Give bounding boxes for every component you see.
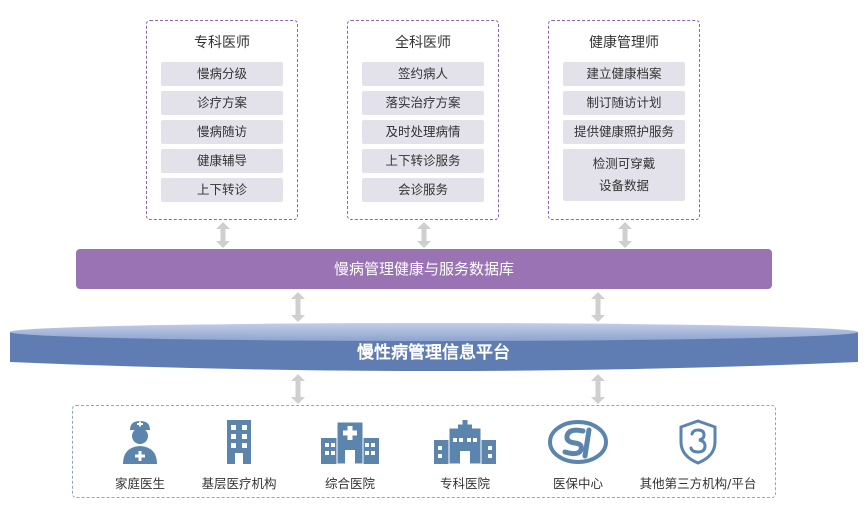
task-item: 上下转诊 — [161, 178, 283, 202]
role-box-specialist: 专科医师 慢病分级 诊疗方案 慢病随访 健康辅导 上下转诊 — [146, 20, 298, 220]
role-title: 健康管理师 — [589, 35, 659, 51]
institution-label: 综合医院 — [324, 476, 375, 491]
task-item: 及时处理病情 — [362, 120, 484, 144]
task-item-multiline: 检测可穿戴 设备数据 — [563, 149, 685, 201]
task-item: 提供健康照护服务 — [563, 120, 685, 144]
task-item: 落实治疗方案 — [362, 91, 484, 115]
double-arrow-icon — [618, 222, 632, 248]
task-item: 慢病随访 — [161, 120, 283, 144]
double-arrow-icon — [216, 222, 230, 248]
specialty-hospital-icon — [434, 420, 496, 465]
platform-label: 慢性病管理信息平台 — [357, 343, 510, 363]
task-item: 建立健康档案 — [563, 62, 685, 86]
task-item: 健康辅导 — [161, 149, 283, 173]
task-item: 签约病人 — [362, 62, 484, 86]
hospital-icon — [321, 421, 379, 465]
task-item: 慢病分级 — [161, 62, 283, 86]
doctor-icon — [123, 421, 157, 464]
task-item: 上下转诊服务 — [362, 149, 484, 173]
role-box-general-practitioner: 全科医师 签约病人 落实治疗方案 及时处理病情 上下转诊服务 会诊服务 — [347, 20, 499, 220]
role-title: 专科医师 — [194, 35, 250, 51]
institution-third-party: 其他第三方机构/平台 — [625, 418, 771, 492]
building-icon — [227, 420, 251, 464]
task-item: 诊疗方案 — [161, 91, 283, 115]
institution-label: 专科医院 — [439, 476, 490, 491]
role-box-health-manager: 健康管理师 建立健康档案 制订随访计划 提供健康照护服务 检测可穿戴 设备数据 — [548, 20, 700, 220]
institution-general-hospital: 综合医院 — [290, 418, 410, 492]
shield-3-icon — [679, 419, 717, 465]
double-arrow-icon — [417, 222, 431, 248]
double-arrow-icon — [291, 292, 305, 322]
institutions-box — [72, 405, 776, 498]
task-line: 检测可穿戴 — [592, 156, 656, 171]
task-item: 会诊服务 — [362, 178, 484, 202]
task-item: 制订随访计划 — [563, 91, 685, 115]
double-arrow-icon — [291, 374, 305, 404]
double-arrow-icon — [591, 374, 605, 404]
social-insurance-logo — [548, 420, 608, 464]
institution-primary-care: 基层医疗机构 — [179, 418, 299, 492]
task-line: 设备数据 — [598, 178, 649, 193]
institution-label: 家庭医生 — [114, 476, 165, 491]
institution-label: 医保中心 — [552, 476, 603, 491]
institution-label: 其他第三方机构/平台 — [639, 476, 757, 491]
institution-label: 基层医疗机构 — [201, 476, 277, 491]
institution-medical-insurance-center: 医保中心 — [518, 418, 638, 492]
institution-family-doctor: 家庭医生 — [80, 418, 200, 492]
double-arrow-icon — [591, 292, 605, 322]
platform-disk — [10, 323, 858, 371]
role-title: 全科医师 — [395, 35, 451, 51]
database-bar: 慢病管理健康与服务数据库 — [76, 249, 772, 289]
institution-specialty-hospital: 专科医院 — [405, 418, 525, 492]
